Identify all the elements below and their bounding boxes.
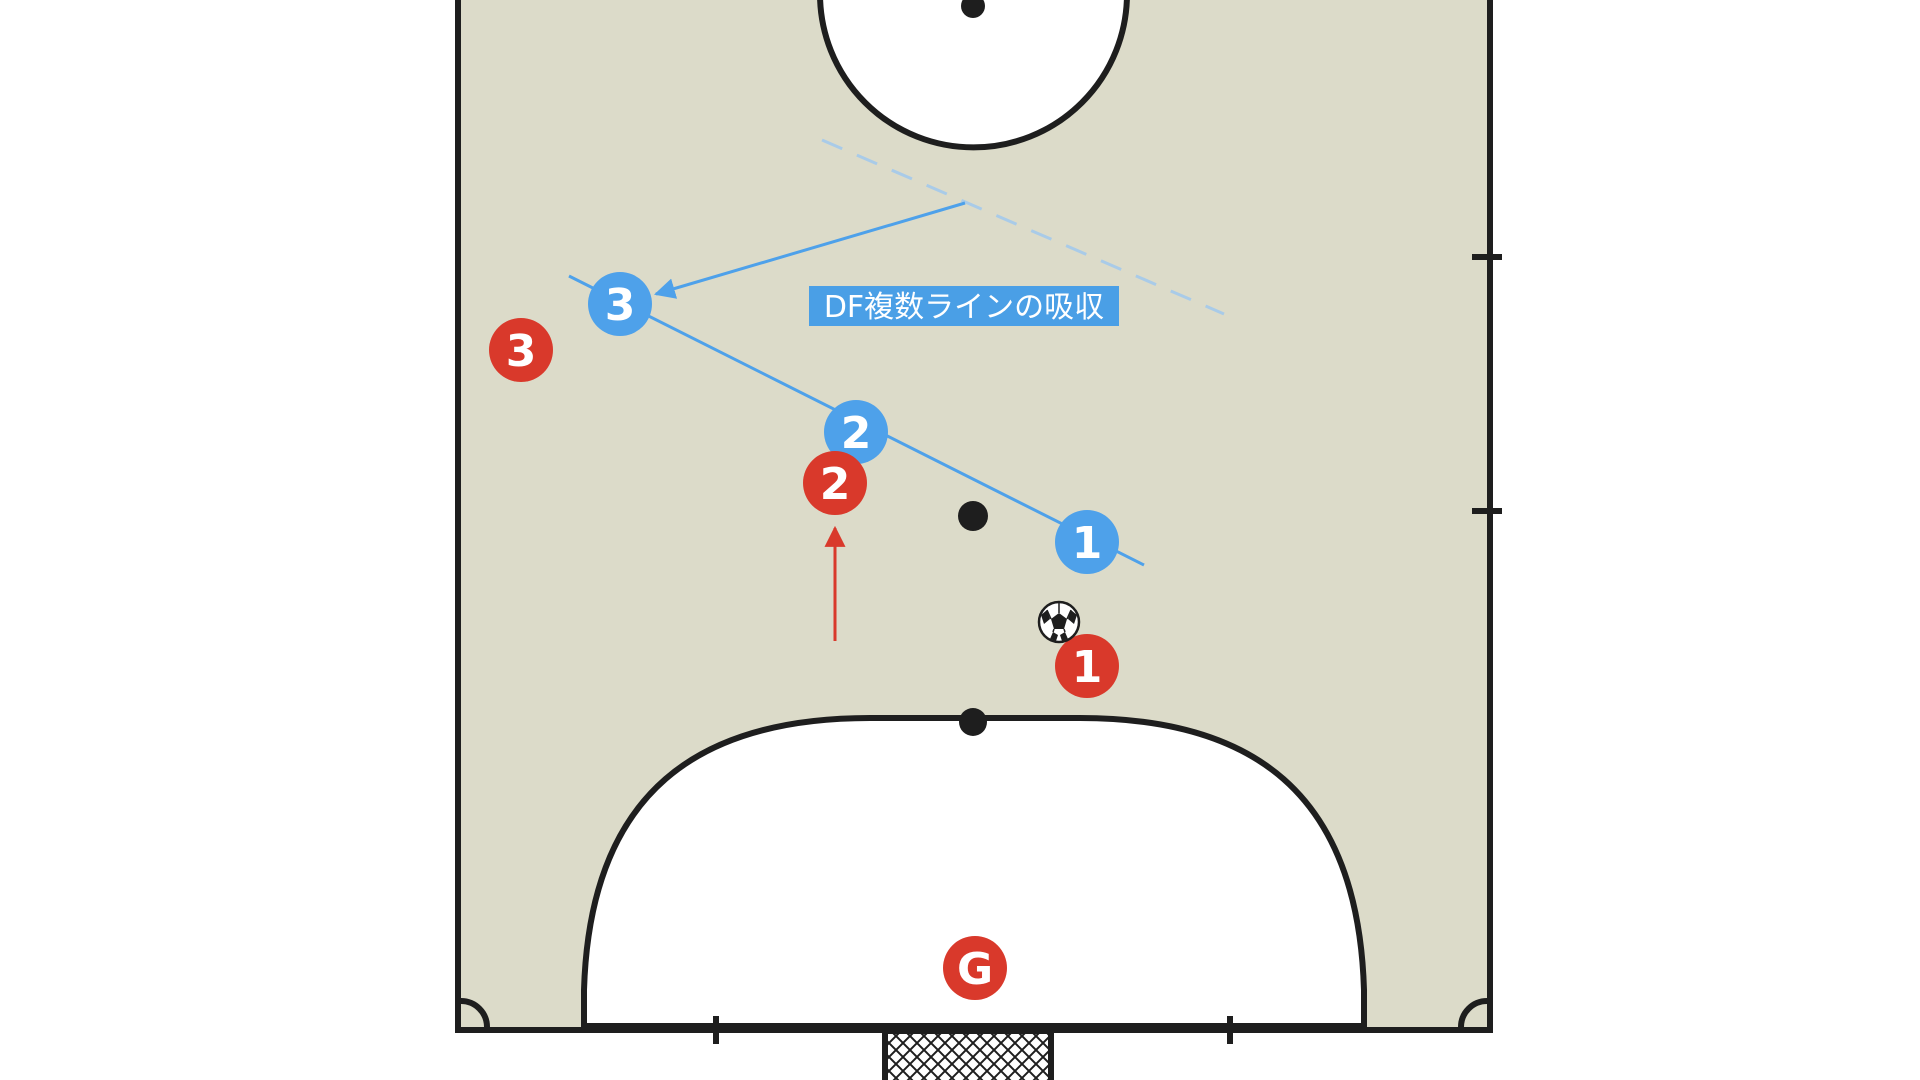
goalkeeper-label: G bbox=[957, 944, 993, 995]
attack-player-3-number: 3 bbox=[506, 326, 537, 377]
defense-player-3[interactable]: 3 bbox=[588, 272, 652, 336]
attack-player-2-number: 2 bbox=[820, 459, 851, 510]
corner-arc-right bbox=[1458, 998, 1488, 1028]
second-penalty-spot bbox=[958, 501, 988, 531]
defense-player-1[interactable]: 1 bbox=[1055, 510, 1119, 574]
defense-move-arrow bbox=[653, 201, 966, 299]
defense-player-2[interactable]: 2 bbox=[824, 400, 888, 464]
defense-player-1-number: 1 bbox=[1072, 518, 1103, 569]
annotation-background bbox=[809, 286, 1119, 326]
annotation-label: DF複数ラインの吸収 bbox=[809, 286, 1119, 326]
attack-player-1-number: 1 bbox=[1072, 642, 1103, 693]
defense-player-3-number: 3 bbox=[605, 280, 636, 331]
goalkeeper[interactable]: G bbox=[943, 936, 1007, 1000]
attack-player-2[interactable]: 2 bbox=[803, 451, 867, 515]
corner-arc-left bbox=[460, 998, 490, 1028]
goal-net bbox=[882, 1028, 1054, 1080]
annotation-text: DF複数ラインの吸収 bbox=[824, 290, 1104, 325]
center-circle bbox=[817, 0, 1130, 151]
attack-player-1[interactable]: 1 bbox=[1055, 634, 1119, 698]
soccer-ball-icon[interactable] bbox=[1037, 600, 1081, 644]
defense-player-2-number: 2 bbox=[841, 408, 872, 459]
center-spot bbox=[961, 0, 985, 18]
penalty-spot bbox=[959, 708, 987, 736]
penalty-area bbox=[581, 715, 1367, 1029]
attack-player-3[interactable]: 3 bbox=[489, 318, 553, 382]
